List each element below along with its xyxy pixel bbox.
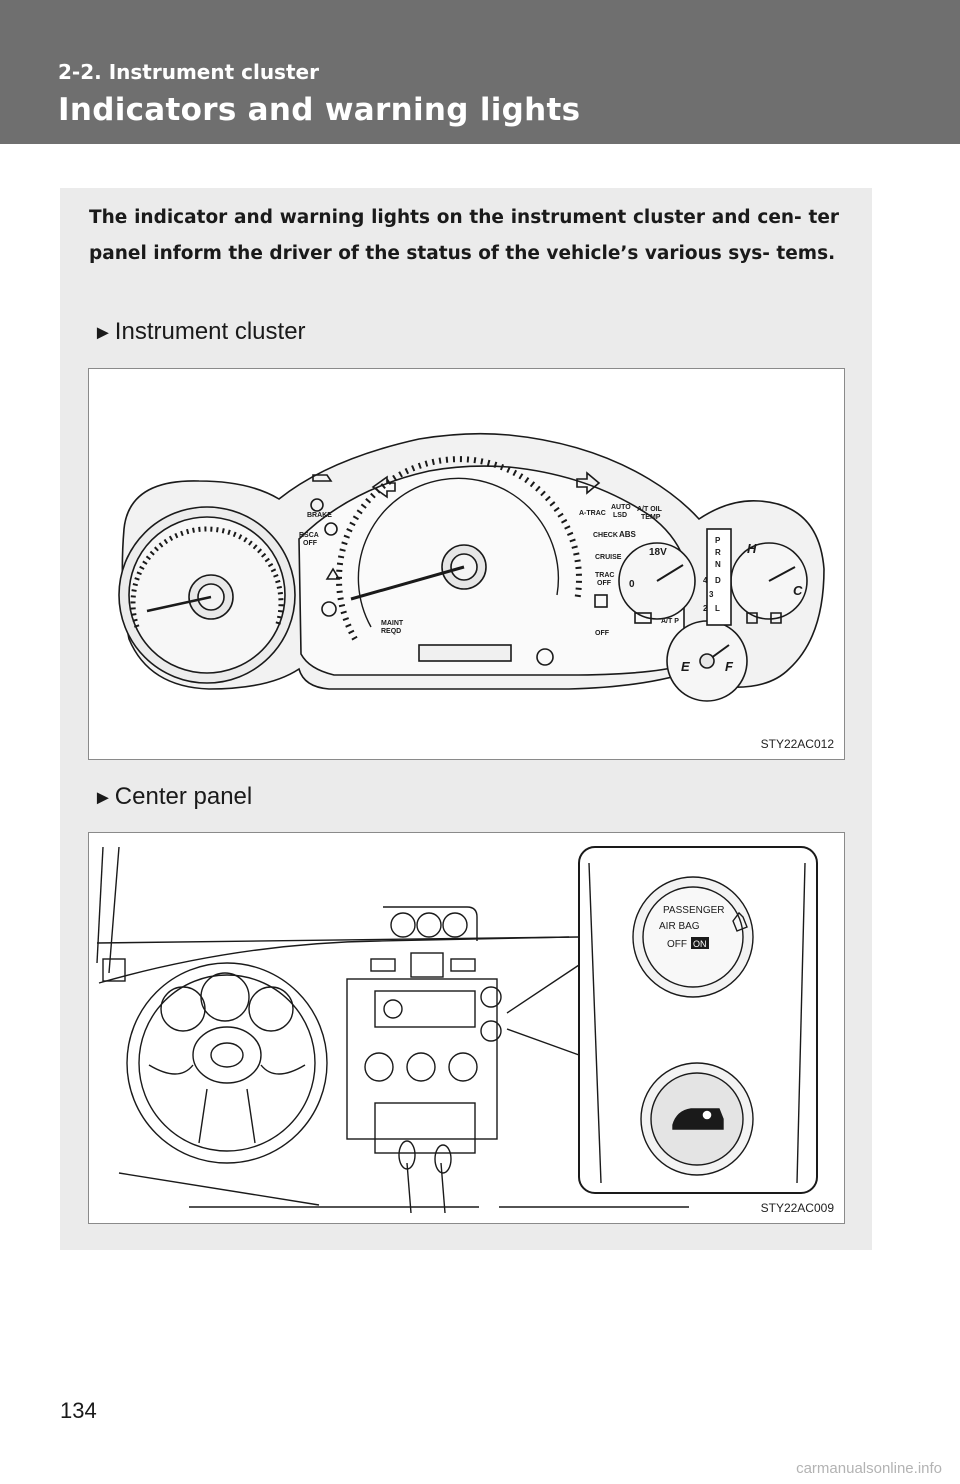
label-rsca: RSCA [299,532,319,539]
label-check: CHECK [593,532,618,539]
label-atrac: A-TRAC [579,510,606,517]
label-zero: 0 [629,579,635,590]
label-18v: 18V [649,547,667,558]
label-lsd: LSD [613,512,627,519]
instrument-cluster-figure: BRAKE RSCA OFF MAINT REQD A-TRAC AUTO LS… [88,368,845,760]
gear-r: R [715,548,721,557]
label-passenger: PASSENGER [663,905,725,916]
page-title: Indicators and warning lights [58,92,581,128]
label-airbag: AIR BAG [659,921,700,932]
label-slip-off: OFF [595,630,610,637]
label-off: OFF [667,939,687,950]
intro-paragraph: The indicator and warning lights on the … [89,207,839,264]
label-c: C [793,583,803,598]
subheading-text: Instrument cluster [114,318,306,345]
label-rsca-off: OFF [303,540,318,547]
gear-n: N [715,560,721,569]
watermark: carmanualsonline.info [796,1460,942,1477]
figure-code: STY22AC009 [760,1201,834,1215]
label-abs: ABS [619,530,637,539]
gear-4: 4 [703,576,708,585]
label-auto: AUTO [611,504,631,511]
label-h: H [747,541,757,556]
gear-d: D [715,576,721,585]
label-on: ON [693,939,707,949]
label-atp: A/T P [661,618,679,625]
subheading-instrument-cluster: ►Instrument cluster [93,318,306,346]
label-maint: MAINT [381,620,404,627]
gear-p: P [715,536,721,545]
gear-2: 2 [703,604,708,613]
subheading-text: Center panel [114,783,253,810]
label-e: E [681,659,690,674]
gear-3: 3 [709,590,714,599]
label-temp: TEMP [641,514,661,521]
header-band [0,0,960,144]
center-panel-illustration: PASSENGER AIR BAG OFF ON [96,846,818,1214]
label-reqd: REQD [381,628,401,635]
label-atoil: A/T OIL [637,506,663,513]
subheading-center-panel: ►Center panel [93,783,252,811]
instrument-cluster-illustration: BRAKE RSCA OFF MAINT REQD A-TRAC AUTO LS… [118,432,825,702]
label-trac: TRAC [595,572,614,579]
label-brake: BRAKE [307,512,332,519]
triangle-bullet-icon: ► [93,322,113,344]
figure-code: STY22AC012 [760,737,834,751]
label-trac-off: OFF [597,580,612,587]
gear-l: L [715,604,720,613]
label-cruise: CRUISE [595,554,622,561]
page-number: 134 [60,1398,97,1423]
triangle-bullet-icon: ► [93,787,113,809]
center-panel-figure: PASSENGER AIR BAG OFF ON STY22AC009 [88,832,845,1224]
section-label: 2-2. Instrument cluster [58,60,319,84]
label-f: F [725,659,734,674]
